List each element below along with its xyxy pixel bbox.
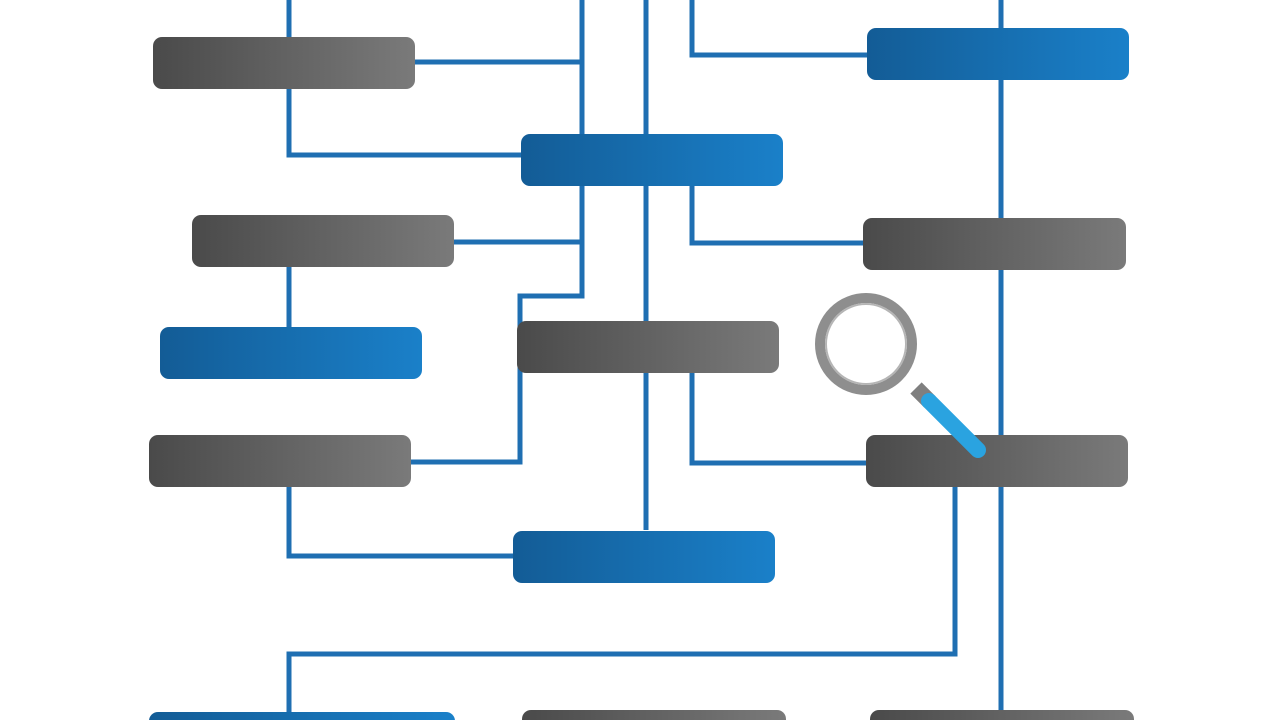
connector-line: [689, 372, 867, 466]
magnifying-glass-icon: [815, 293, 986, 458]
process-box-blue: [513, 531, 775, 583]
process-box-blue: [867, 28, 1129, 80]
process-box-gray: [522, 710, 786, 720]
process-box-gray: [517, 321, 779, 373]
process-box-blue: [160, 327, 422, 379]
connector-line: [689, 185, 864, 246]
connector-line: [286, 487, 958, 720]
connector-line: [689, 0, 868, 58]
process-box-gray: [870, 710, 1134, 720]
process-box-gray: [149, 435, 411, 487]
connector-line: [286, 487, 514, 559]
process-box-gray: [192, 215, 454, 267]
process-box-blue: [521, 134, 783, 186]
process-box-gray: [863, 218, 1126, 270]
process-box-blue: [149, 712, 455, 720]
connectors: [286, 0, 1004, 720]
connector-line: [410, 242, 585, 465]
process-boxes: [149, 28, 1134, 720]
process-box-gray: [153, 37, 415, 89]
process-box-gray: [866, 435, 1128, 487]
